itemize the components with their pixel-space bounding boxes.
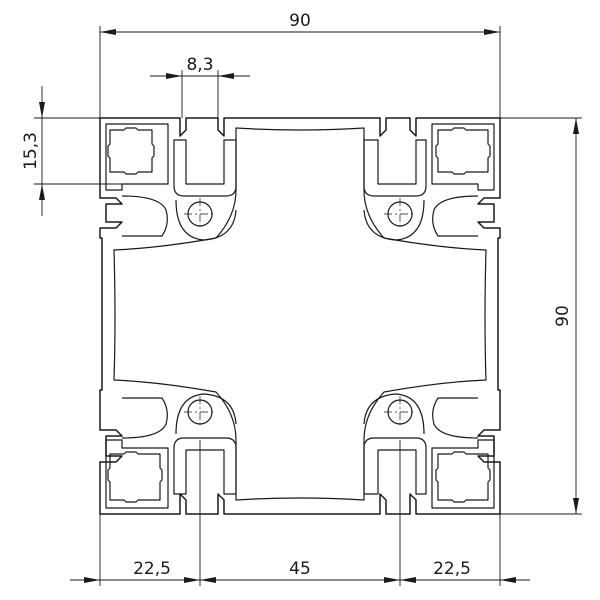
corner-bore-top-right — [435, 127, 491, 175]
hole-center-marks — [184, 198, 416, 428]
corner-chamber-bottom-right — [431, 439, 495, 509]
corner-bore-top-left — [107, 127, 155, 175]
corner-bore-bottom-left — [107, 451, 163, 503]
slot-pocket-top-right — [363, 139, 427, 197]
dimension-bottom-chain: 22,5 45 22,5 — [70, 440, 530, 586]
dimension-overall-height: 90 — [500, 117, 582, 515]
dimension-label-bottom-right: 22,5 — [433, 559, 471, 579]
dimension-label-slot-width: 8,3 — [186, 55, 213, 75]
dimension-label-overall-width: 90 — [289, 11, 311, 31]
slot-pocket-left-upper — [121, 195, 168, 237]
dimension-slot-depth: 15,3 — [21, 86, 168, 216]
boss-bottom-right — [363, 393, 425, 435]
slot-pocket-left-lower — [121, 397, 168, 439]
dimension-label-overall-height: 90 — [553, 305, 573, 327]
dimension-slot-width: 8,3 — [150, 55, 250, 118]
dimension-label-slot-depth: 15,3 — [21, 132, 41, 170]
aluminium-profile — [99, 117, 501, 515]
corner-bore-bottom-right — [435, 451, 491, 503]
slot-pocket-bottom-left — [173, 437, 237, 495]
dimension-label-bottom-mid: 45 — [289, 559, 311, 579]
boss-top-left — [175, 199, 237, 241]
corner-chamber-top-right — [431, 123, 495, 191]
slot-pocket-right-lower — [432, 397, 479, 439]
slot-pocket-top-left — [173, 139, 237, 197]
dimension-label-bottom-left: 22,5 — [133, 559, 171, 579]
corner-chamber-bottom-left — [105, 439, 169, 509]
boss-bottom-left — [175, 393, 237, 435]
dimension-overall-width: 90 — [99, 11, 501, 118]
slot-pocket-right-upper — [432, 195, 479, 237]
boss-top-right — [363, 199, 425, 241]
slot-pocket-bottom-right — [363, 437, 427, 495]
